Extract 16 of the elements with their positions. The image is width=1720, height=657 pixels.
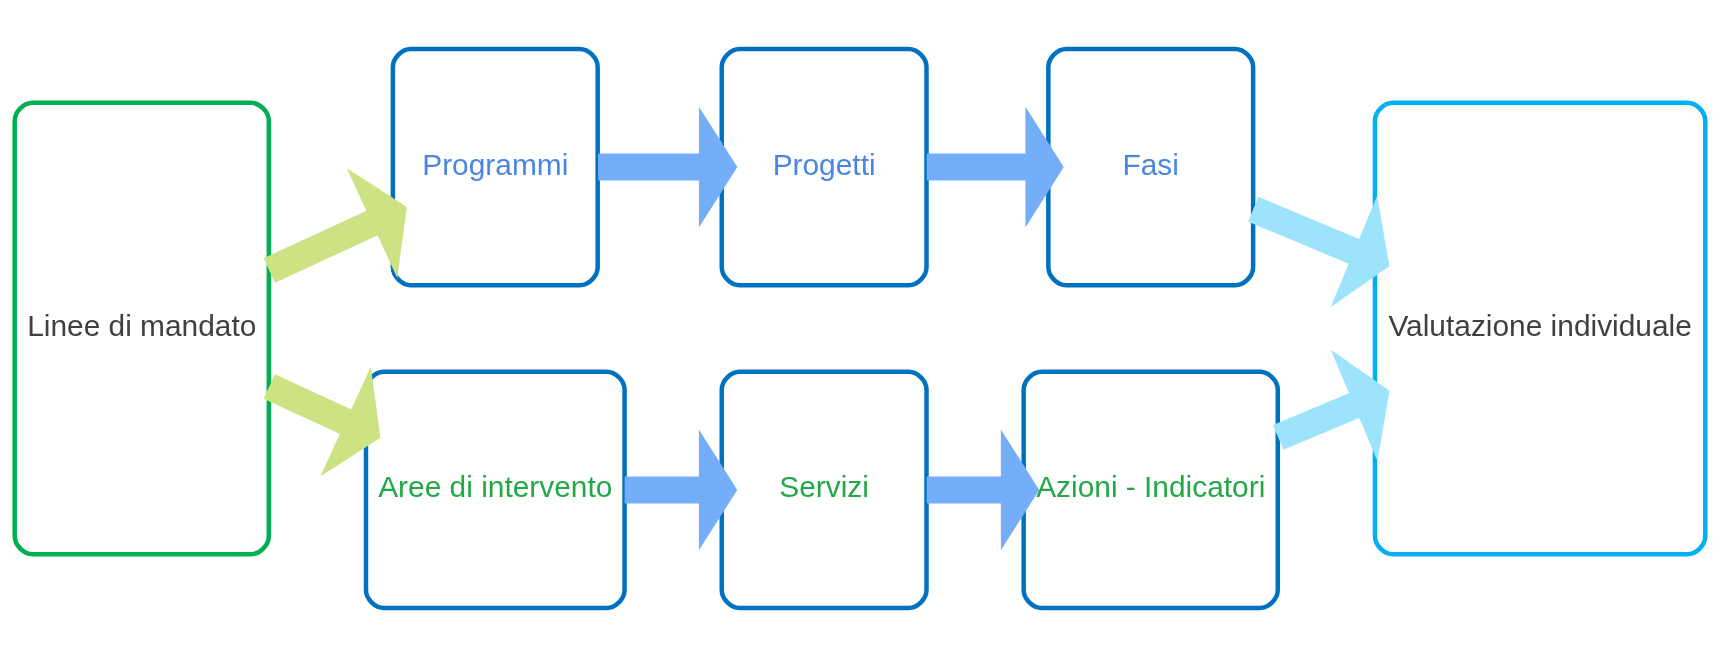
arrow: [926, 429, 1040, 551]
node-box: Azioni - Indicatori: [1021, 369, 1281, 611]
node-box: Progetti: [719, 46, 929, 288]
node-box: Servizi: [719, 369, 929, 611]
arrow: [1248, 195, 1390, 308]
node-box: Aree di intervento: [363, 369, 627, 611]
node-box: Valutazione individuale: [1372, 100, 1708, 557]
arrow: [263, 168, 407, 283]
node-box: Fasi: [1046, 46, 1256, 288]
arrow: [926, 106, 1064, 228]
arrow: [624, 429, 738, 551]
node-box: Programmi: [390, 46, 600, 288]
arrow: [263, 366, 381, 477]
arrow: [598, 106, 738, 228]
node-box: Linee di mandato: [12, 100, 272, 557]
arrow: [1273, 349, 1390, 462]
